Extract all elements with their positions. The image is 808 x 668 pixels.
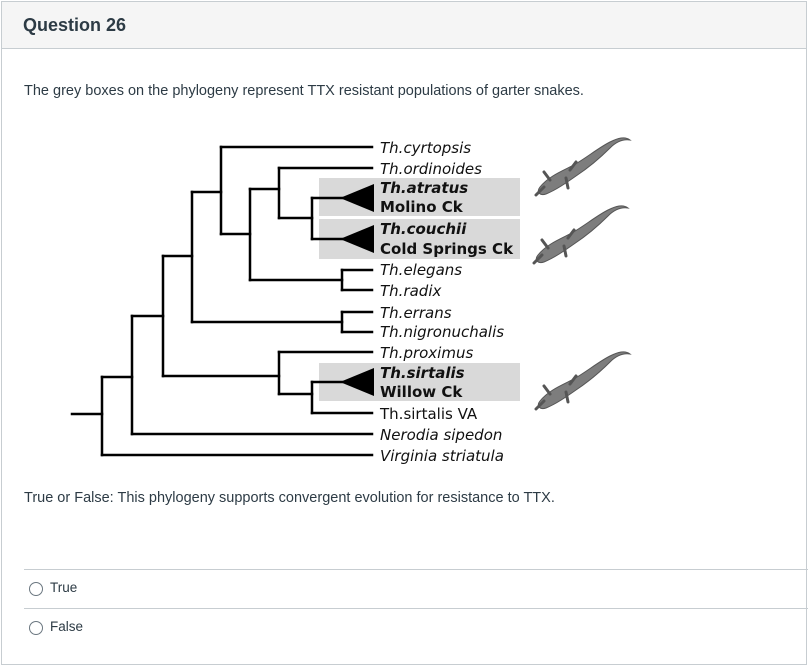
question-title: Question 26	[23, 15, 127, 35]
taxon-label: Th.radix	[380, 282, 441, 300]
phylogeny-branches	[70, 145, 374, 457]
population-label: Molino Ck	[380, 198, 464, 216]
answer-label: False	[50, 619, 84, 634]
taxon-label: Th.sirtalis VA	[379, 405, 478, 423]
question-prompt-text: True or False: This phylogeny supports c…	[24, 490, 555, 506]
taxon-label: Th.cyrtopsis	[380, 139, 471, 157]
question-intro-text: The grey boxes on the phylogeny represen…	[24, 83, 584, 99]
radio-button[interactable]	[29, 582, 43, 596]
taxon-label: Th.elegans	[380, 261, 462, 279]
taxon-label: Th.atratus	[380, 179, 468, 197]
answer-option-false[interactable]: False	[24, 608, 808, 647]
population-triangle-atratus	[340, 184, 374, 212]
newt-icon	[534, 351, 632, 411]
question-header: Question 26	[2, 2, 806, 49]
answer-list: True False	[2, 569, 808, 647]
taxon-label: Th.errans	[380, 304, 452, 322]
taxon-label: Nerodia sipedon	[380, 426, 502, 444]
taxon-label: Th.couchii	[380, 220, 467, 238]
population-triangle-sirtalis	[340, 368, 374, 396]
population-label: Cold Springs Ck	[380, 240, 514, 258]
newt-icon	[532, 205, 630, 265]
population-label: Willow Ck	[380, 383, 463, 401]
population-triangle-couchii	[340, 225, 374, 253]
answer-option-true[interactable]: True	[24, 569, 808, 608]
taxon-label: Th.sirtalis	[380, 364, 465, 382]
taxon-label: Th.nigronuchalis	[380, 323, 504, 341]
radio-button[interactable]	[29, 621, 43, 635]
taxon-label: Th.proximus	[380, 344, 473, 362]
taxon-label: Th.ordinoides	[380, 160, 482, 178]
newt-icon	[534, 137, 632, 197]
answer-label: True	[50, 580, 78, 595]
taxon-label: Virginia striatula	[380, 447, 504, 465]
